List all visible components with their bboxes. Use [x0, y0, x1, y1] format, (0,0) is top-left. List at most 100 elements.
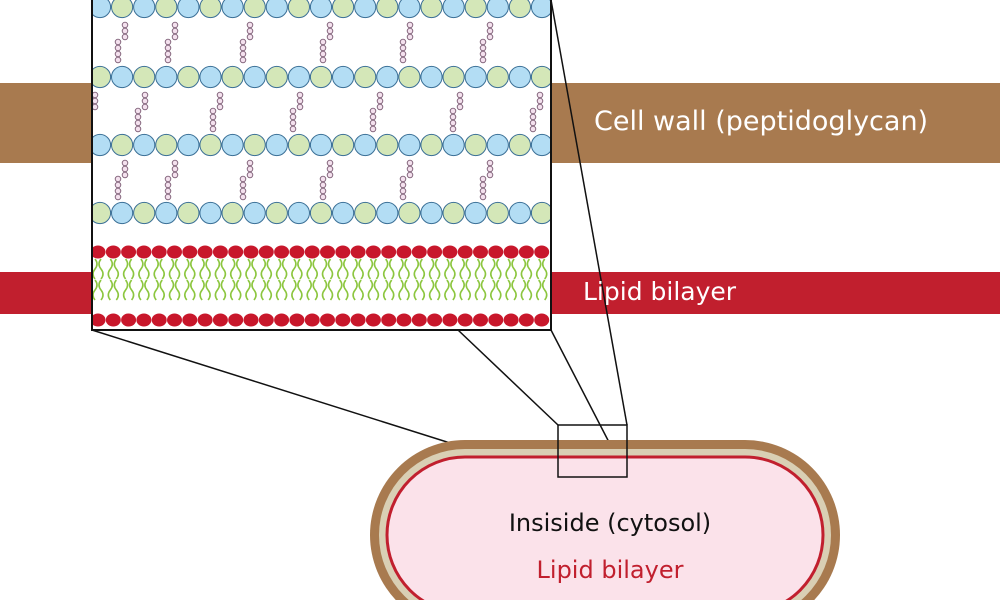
- magnified-inset: [91, 0, 573, 331]
- amino-acid-bead: [164, 56, 172, 64]
- sugar-bead: [177, 201, 200, 225]
- peptide-crosslink: [560, 160, 573, 200]
- amino-acid-bead: [449, 119, 457, 127]
- lipid-tails: [92, 258, 548, 301]
- sugar-bead: [332, 65, 355, 89]
- lipid-head: [381, 245, 397, 259]
- sugar-bead: [177, 133, 200, 157]
- lipid-head: [411, 245, 427, 259]
- sugar-bead: [530, 0, 551, 19]
- amino-acid-bead: [121, 21, 129, 29]
- amino-acid-bead: [326, 21, 334, 29]
- sugar-bead: [243, 0, 266, 19]
- sugar-bead: [420, 133, 443, 157]
- lipid-tail: [199, 258, 211, 280]
- lipid-tail: [291, 258, 303, 280]
- sugar-bead: [265, 0, 288, 19]
- sugar-bead: [486, 65, 509, 89]
- amino-acid-bead: [406, 159, 414, 167]
- lipid-head: [228, 313, 244, 327]
- amino-acid-bead: [114, 56, 122, 64]
- lipid-head: [274, 313, 290, 327]
- sugar-bead: [442, 201, 465, 225]
- lipid-tail: [444, 258, 456, 280]
- lipid-heads: [92, 245, 550, 327]
- lipid-tail: [398, 258, 410, 280]
- amino-acid-bead: [536, 103, 544, 111]
- glycan-chains: [92, 0, 551, 225]
- amino-acid-bead: [141, 91, 149, 99]
- amino-acid-bead: [536, 91, 544, 99]
- sugar-bead: [442, 133, 465, 157]
- amino-acid-bead: [406, 33, 414, 41]
- sugar-bead: [111, 133, 134, 157]
- lipid-tail: [367, 279, 380, 301]
- lipid-tail: [291, 279, 303, 301]
- amino-acid-bead: [171, 165, 179, 173]
- lipid-head: [473, 245, 488, 259]
- sugar-bead: [133, 65, 156, 89]
- lipid-head: [197, 313, 213, 327]
- amino-acid-bead: [164, 50, 172, 58]
- amino-acid-bead: [567, 166, 573, 172]
- amino-acid-bead: [486, 159, 494, 167]
- lipid-head: [411, 313, 427, 327]
- amino-acid-bead: [560, 182, 566, 188]
- peptide-crosslink: [399, 21, 414, 64]
- lipid-head: [503, 313, 519, 327]
- lipid-head: [258, 245, 274, 259]
- amino-acid-bead: [479, 175, 487, 183]
- sugar-bead: [133, 201, 156, 225]
- lipid-tail: [138, 279, 150, 301]
- lipid-head: [320, 313, 335, 327]
- amino-acid-bead: [216, 103, 224, 111]
- amino-acid-bead: [134, 113, 142, 121]
- amino-acid-bead: [406, 165, 414, 173]
- peptide-crosslink: [239, 159, 254, 201]
- sugar-bead: [486, 0, 509, 19]
- sugar-bead: [177, 65, 200, 89]
- amino-acid-bead: [141, 97, 149, 105]
- sugar-bead: [464, 201, 487, 225]
- sugar-bead: [354, 133, 377, 157]
- lipid-tail: [122, 279, 135, 301]
- cytosol-region: [385, 455, 825, 600]
- amino-acid-bead: [296, 97, 304, 105]
- sugar-bead: [221, 65, 244, 89]
- amino-acid-bead: [369, 107, 377, 115]
- amino-acid-bead: [560, 39, 566, 45]
- amino-acid-bead: [479, 193, 487, 201]
- amino-acid-bead: [209, 119, 217, 127]
- sugar-bead: [464, 133, 487, 157]
- cell-wall-label: Cell wall (peptidoglycan): [594, 106, 929, 137]
- lipid-head: [457, 245, 473, 259]
- amino-acid-bead: [289, 113, 297, 121]
- lipid-tail: [229, 279, 242, 301]
- lipid-tail: [153, 279, 165, 301]
- amino-acid-bead: [114, 181, 122, 189]
- lipid-head: [381, 313, 397, 327]
- lipid-head: [243, 245, 259, 259]
- lipid-head: [289, 313, 305, 327]
- lipid-tail: [306, 258, 318, 280]
- sugar-bead: [92, 201, 112, 225]
- sugar-bead: [486, 133, 509, 157]
- amino-acid-bead: [114, 193, 122, 201]
- amino-acid-bead: [456, 103, 464, 111]
- sugar-bead: [199, 65, 222, 89]
- amino-acid-bead: [406, 27, 414, 35]
- sugar-bead: [376, 0, 399, 19]
- amino-acid-bead: [164, 175, 172, 183]
- lipid-tail: [275, 279, 288, 301]
- amino-acid-bead: [319, 193, 327, 201]
- amino-acid-bead: [121, 165, 129, 173]
- peptide-crosslink: [114, 21, 129, 64]
- lipid-head: [396, 313, 412, 327]
- lipid-head: [212, 245, 228, 259]
- lipid-head: [488, 313, 504, 327]
- amino-acid-bead: [114, 50, 122, 58]
- lipid-head: [197, 245, 213, 259]
- amino-acid-bead: [456, 97, 464, 105]
- amino-acid-bead: [114, 38, 122, 46]
- sugar-bead: [442, 0, 465, 19]
